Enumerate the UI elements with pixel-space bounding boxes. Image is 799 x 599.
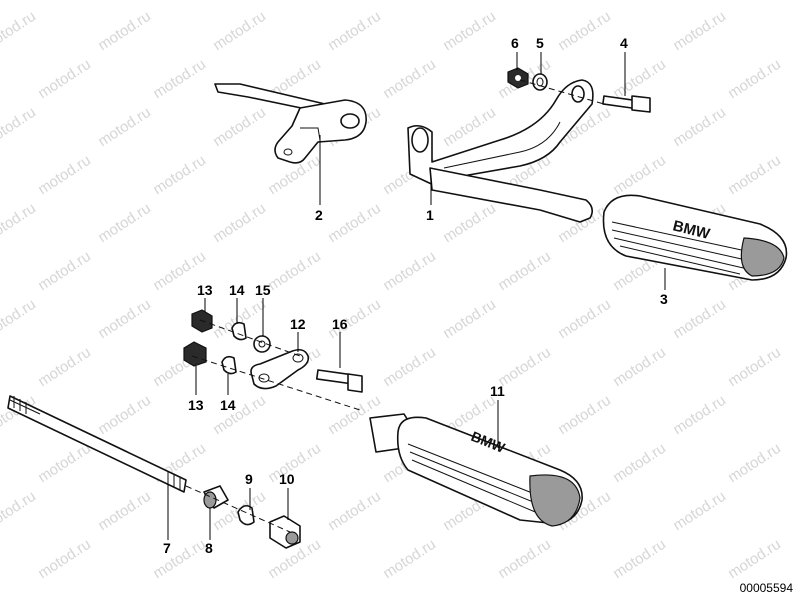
callout-1: 1	[426, 207, 434, 223]
part-6-nut	[507, 67, 529, 89]
part-3-footrest-rubber: BMW	[602, 194, 788, 281]
callout-2: 2	[315, 207, 323, 223]
callout-9: 9	[245, 471, 253, 487]
callout-14-upper: 14	[229, 282, 245, 298]
part-10-nut	[269, 515, 301, 549]
callout-4: 4	[620, 35, 628, 51]
part-13-nut-lower	[183, 341, 207, 367]
callout-11: 11	[490, 383, 505, 399]
part-4-bolt	[602, 95, 651, 113]
part-16-bolt	[315, 369, 363, 393]
callout-5: 5	[536, 35, 544, 51]
part-2-bracket	[214, 83, 367, 164]
part-14-lockwasher-lower	[221, 355, 237, 375]
document-id: 00005594	[739, 581, 793, 595]
part-8-spacer	[203, 485, 229, 509]
part-5-washer	[532, 73, 548, 91]
callout-15: 15	[255, 282, 271, 298]
leader-lines	[167, 52, 666, 540]
part-14-lockwasher-upper	[231, 321, 247, 341]
callout-10: 10	[279, 471, 295, 487]
part-12-link	[250, 348, 310, 390]
part-15-washer	[253, 335, 271, 353]
callout-labels: 1 2 3 4 5 6 7 8 9 10 11 12 13 13 14 14 1…	[163, 35, 668, 556]
callout-12: 12	[290, 316, 306, 332]
callout-3: 3	[660, 291, 668, 307]
callout-8: 8	[205, 540, 213, 556]
part-7-rod	[7, 395, 187, 493]
callout-13-lower: 13	[188, 397, 204, 413]
callout-16: 16	[332, 316, 348, 332]
callout-14-lower: 14	[220, 397, 236, 413]
assembly-lines	[185, 79, 605, 533]
callout-13-upper: 13	[197, 282, 213, 298]
callout-6: 6	[511, 35, 519, 51]
part-11-footrest: BMW	[369, 413, 583, 527]
part-1-carrier	[407, 79, 594, 223]
callout-7: 7	[163, 540, 171, 556]
